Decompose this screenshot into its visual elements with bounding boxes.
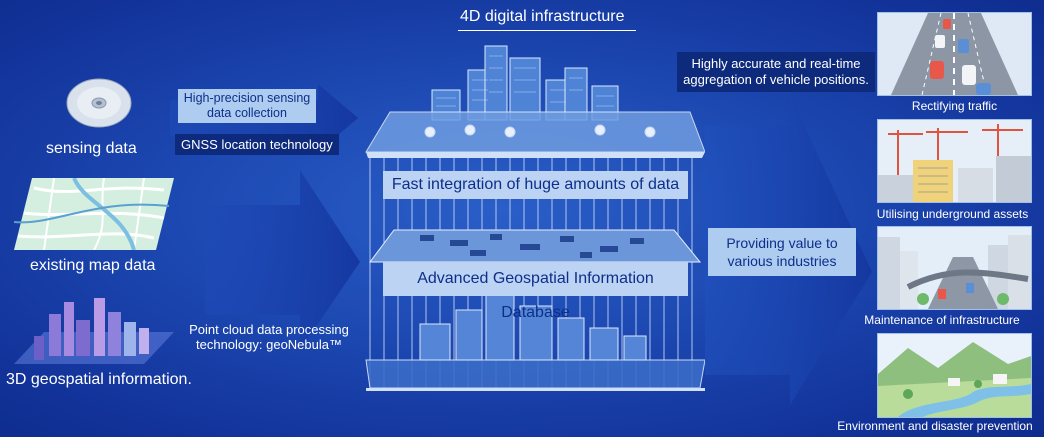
label-point-cloud: Point cloud data processing technology: … [176, 322, 362, 352]
cd-disc-icon [66, 78, 132, 128]
caption-underground-assets: Utilising underground assets [876, 207, 1029, 221]
tile-underground [877, 119, 1032, 203]
point-cloud-line2: technology: geoNebula™ [196, 337, 342, 352]
city-3d-illustration [14, 298, 174, 364]
construction-cranes-illustration [878, 120, 1031, 202]
caption-maintenance: Maintenance of infrastructure [864, 313, 1020, 327]
band-geospatial-database: Advanced Geospatial Information Database [383, 262, 688, 321]
map-illustration [14, 178, 174, 250]
diagram-title: 4D digital infrastructure [460, 8, 625, 25]
tile-maintenance [877, 226, 1032, 310]
digital-infrastructure-cube [365, 45, 705, 391]
label-3d-geospatial: 3D geospatial information. [6, 371, 192, 388]
arrow-bottom-left [205, 170, 360, 350]
box-providing-value: Providing value to various industries [708, 228, 856, 276]
caption-rectifying-traffic: Rectifying traffic [911, 99, 998, 113]
tile-environment [877, 333, 1032, 418]
box-vehicle-aggregation: Highly accurate and real-time aggregatio… [677, 52, 875, 92]
caption-environment: Environment and disaster prevention [837, 419, 1033, 433]
traffic-road-illustration [878, 13, 1031, 95]
landscape-river-illustration [878, 334, 1031, 417]
city-overpass-illustration [878, 227, 1031, 309]
box-high-precision: High-precision sensing data collection [178, 89, 316, 123]
tile-traffic [877, 12, 1032, 96]
title-underline [458, 30, 636, 31]
band-fast-integration: Fast integration of huge amounts of data [383, 171, 688, 199]
point-cloud-line1: Point cloud data processing [189, 322, 349, 337]
box-gnss: GNSS location technology [175, 134, 339, 155]
label-sensing-data: sensing data [46, 140, 137, 157]
label-existing-map: existing map data [30, 257, 156, 274]
